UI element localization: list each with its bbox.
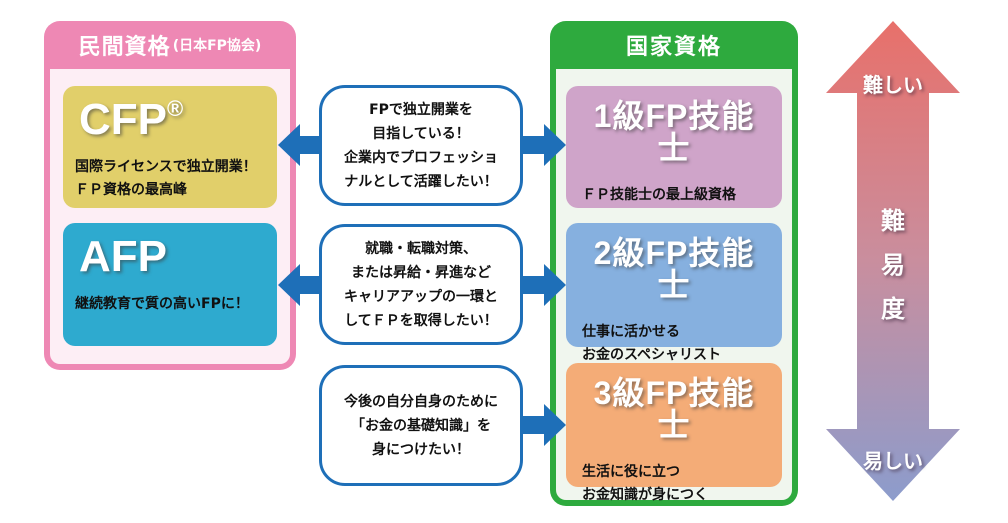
arrow-right-icon: [518, 404, 566, 446]
cfp-description-line: ＦＰ資格の最高峰: [75, 182, 187, 198]
goal-bubble-independent: FPで独立開業を 目指している！ 企業内でプロフェッショ ナルとして活躍したい！: [319, 85, 523, 206]
grade3-fp-title: 3級FP技能士: [593, 375, 755, 443]
difficulty-easy-label: 易しい: [863, 449, 923, 473]
goal-bubble-career: 就職・転職対策、 または昇給・昇進など キャリアアップの一環と してＦＰを取得し…: [319, 224, 523, 345]
afp-description-line: 継続教育で質の高いFPに！: [75, 296, 249, 312]
grade3-fp-description-line: お金知識が身につく: [582, 487, 708, 503]
grade3-fp-description-line: 生活に役に立つ: [582, 464, 680, 480]
cfp-title: CFP®: [79, 95, 184, 144]
arrow-left-icon: [278, 264, 324, 306]
private-panel-header: 民間資格 (日本FP協会): [44, 21, 296, 69]
arrow-right-shape: [518, 404, 566, 446]
registered-mark: ®: [167, 96, 184, 121]
grade2-fp-description-line: お金のスペシャリスト: [582, 347, 722, 363]
arrow-right-shape: [518, 264, 566, 306]
grade1-fp-description-line: ＦＰ技能士の最上級資格: [582, 187, 736, 203]
private-panel-subtitle: (日本FP協会): [172, 38, 262, 54]
afp-title: AFP: [79, 232, 167, 281]
double-arrow-shape: [826, 21, 960, 501]
grade1-fp-title: 1級FP技能士: [593, 98, 755, 166]
cfp-description-line: 国際ライセンスで独立開業！: [75, 159, 257, 175]
grade2-fp-card: 2級FP技能士 仕事に活かせる お金のスペシャリスト: [566, 223, 782, 363]
grade2-fp-description-line: 仕事に活かせる: [582, 324, 680, 340]
arrow-right-icon: [518, 264, 566, 306]
arrow-left-shape: [278, 264, 324, 306]
grade2-fp-title: 2級FP技能士: [593, 235, 755, 303]
arrow-left-icon: [278, 124, 324, 166]
grade3-fp-card: 3級FP技能士 生活に役に立つ お金知識が身につく: [566, 363, 782, 503]
cfp-card: CFP® 国際ライセンスで独立開業！ ＦＰ資格の最高峰: [63, 86, 277, 208]
difficulty-axis-label: 難 易 度: [881, 207, 905, 323]
afp-card: AFP 継続教育で質の高いFPに！: [63, 223, 277, 346]
national-panel-header: 国家資格: [550, 21, 798, 69]
difficulty-hard-label: 難しい: [863, 73, 923, 97]
grade1-fp-card: 1級FP技能士 ＦＰ技能士の最上級資格: [566, 86, 782, 208]
arrow-right-shape: [518, 124, 566, 166]
private-panel-title: 民間資格: [78, 35, 171, 60]
national-panel-title: 国家資格: [625, 35, 722, 60]
arrow-right-icon: [518, 124, 566, 166]
difficulty-scale: 難しい 難 易 度 易しい: [826, 21, 960, 501]
goal-bubble-basics: 今後の自分自身のために 「お金の基礎知識」を 身につけたい！: [319, 365, 523, 486]
arrow-left-shape: [278, 124, 324, 166]
double-arrow-icon: [826, 21, 960, 501]
